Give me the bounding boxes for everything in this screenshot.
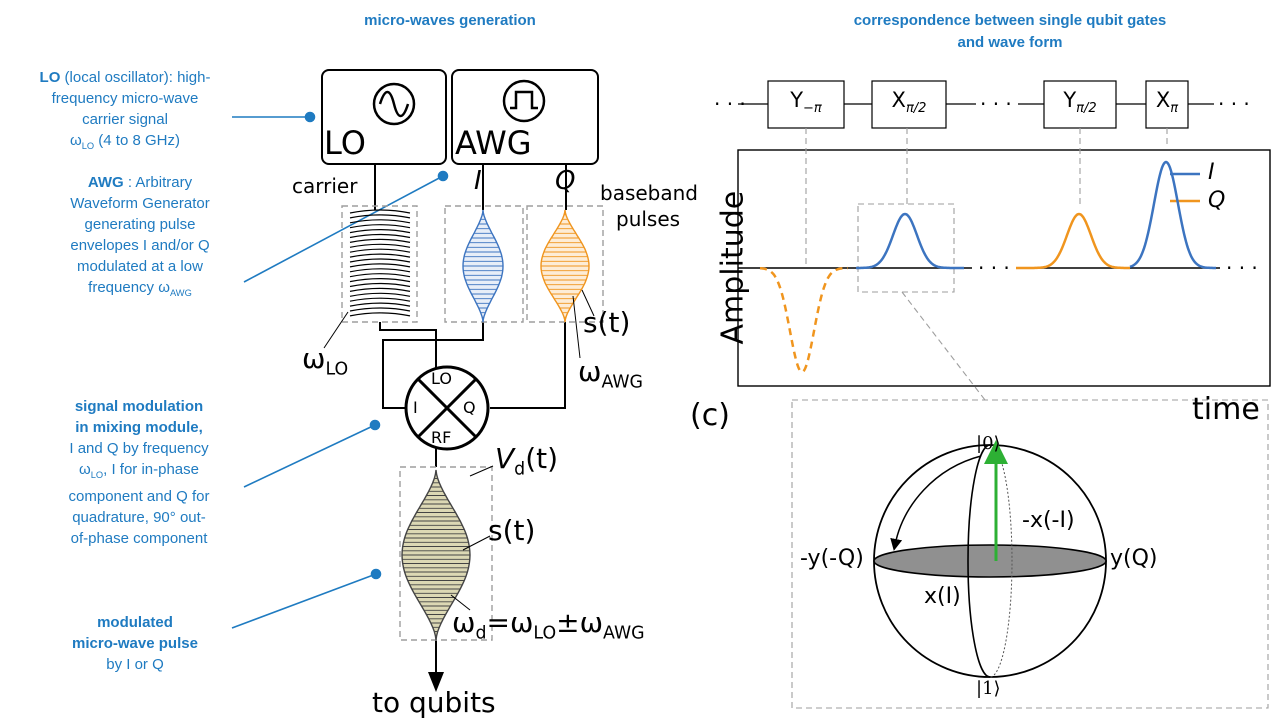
right-header: correspondence between single qubit gate…: [770, 10, 1250, 54]
i-label: I: [474, 166, 482, 196]
q-baseband-pulse: [540, 209, 590, 323]
square-pulse-icon-circle: [502, 79, 546, 123]
mixer: [404, 365, 490, 451]
circuit-dots-left: · · ·: [714, 92, 746, 116]
lo-box-label: LO: [324, 124, 366, 162]
left-header: micro-waves generation: [364, 12, 536, 29]
lo-annotation: LO (local oscillator): high- frequency m…: [39, 69, 211, 151]
plot-dots-right: · · ·: [1226, 256, 1258, 280]
omega-awg-label: ωAWG: [578, 355, 643, 393]
pulse-y-minus-pi: [759, 266, 848, 374]
baseband-line2: pulses: [616, 207, 681, 231]
mixer-lo-label: LO: [431, 369, 452, 388]
gate-box-2: [871, 80, 947, 129]
bloch-sphere: [873, 440, 1107, 678]
panel-c-label: (c): [690, 398, 730, 433]
wires: [374, 164, 567, 692]
plus-y-label: y(Q): [1110, 546, 1158, 571]
circuit-dots-mid: · · ·: [980, 92, 1012, 116]
gate-y-minus-pi: Y−π: [790, 88, 822, 117]
omega-lo-label: ωLO: [302, 342, 349, 380]
mixer-q-label: Q: [463, 398, 476, 417]
lo-pointer-dot: [304, 111, 316, 123]
circuit-dots-right: · · ·: [1218, 92, 1250, 116]
gate-x-pi: Xπ: [1155, 88, 1179, 117]
ket-0-label: |0⟩: [976, 433, 1001, 454]
plot-pulses: [759, 160, 1216, 374]
awg-pointer-dot: [437, 170, 449, 182]
awg-annotation: AWG : Arbitrary Waveform Generator gener…: [70, 174, 210, 298]
baseband-label: baseband pulses: [600, 180, 698, 232]
square-pulse-icon: [510, 90, 538, 110]
plus-x-label: x(I): [924, 584, 961, 609]
rotation-arrow: [890, 455, 982, 551]
pulse-pointer-line: [231, 573, 377, 629]
pulse-x-pi-half: [856, 212, 964, 270]
pulse-y-pi-half: [1016, 212, 1130, 270]
awg-box-label: AWG: [455, 124, 532, 162]
gate-x-pi-half-1: Xπ/2: [891, 88, 927, 117]
q-pulse-hatch: [541, 214, 589, 318]
ket-1-label: |1⟩: [976, 678, 1001, 699]
sine-icon-circle: [372, 82, 416, 126]
pulse-pointer-dot: [370, 568, 382, 580]
modulated-pulse: [401, 469, 471, 641]
to-qubits-label: to qubits: [372, 686, 496, 719]
carrier-label: carrier: [292, 174, 358, 198]
vd-label: Vd(t): [495, 442, 559, 480]
plot-dots-mid: · · ·: [978, 256, 1010, 280]
i-baseband-pulse: [462, 209, 504, 323]
mix-annotation: signal modulation in mixing module, I an…: [68, 398, 210, 547]
carrier-coil: [349, 209, 411, 317]
mix-pointer-line: [243, 424, 376, 488]
right-header-line1: correspondence between single qubit gate…: [853, 12, 1167, 29]
omega-d-equation: ωd=ωLO±ωAWG: [452, 606, 645, 644]
baseband-line1: baseband: [600, 181, 698, 205]
legend-q-label: Q: [1208, 188, 1226, 213]
minus-y-label: -y(-Q): [800, 546, 864, 571]
i-pulse-hatch: [463, 214, 503, 318]
awg-pointer-line: [243, 175, 444, 283]
label-leaders: [323, 289, 595, 611]
legend-i-label: I: [1208, 160, 1215, 185]
q-label: Q: [555, 166, 576, 196]
mix-pointer-dot: [369, 419, 381, 431]
carrier-waveform: [349, 209, 411, 317]
plot-ylabel: Amplitude: [715, 190, 751, 345]
mod-pulse-hatch: [402, 473, 470, 637]
s-t-label-bottom: s(t): [488, 514, 536, 547]
lo-box: [321, 69, 447, 165]
gate-y-pi-half: Yπ/2: [1063, 88, 1097, 117]
right-header-line2: and wave form: [957, 34, 1063, 51]
mixer-i-label: I: [413, 398, 418, 417]
sine-icon: [378, 90, 410, 118]
mixer-rf-label: RF: [431, 428, 452, 447]
pulse-x-pi: [1129, 160, 1216, 270]
minus-x-label: -x(-I): [1022, 508, 1075, 533]
annotation-pointers: [231, 111, 449, 629]
awg-box: [451, 69, 599, 165]
pulse-annotation: modulated micro-wave pulse by I or Q: [72, 614, 198, 673]
gate-guides: [791, 128, 1269, 709]
plot-xlabel: time: [1192, 392, 1260, 427]
s-t-label-top: s(t): [583, 306, 631, 339]
